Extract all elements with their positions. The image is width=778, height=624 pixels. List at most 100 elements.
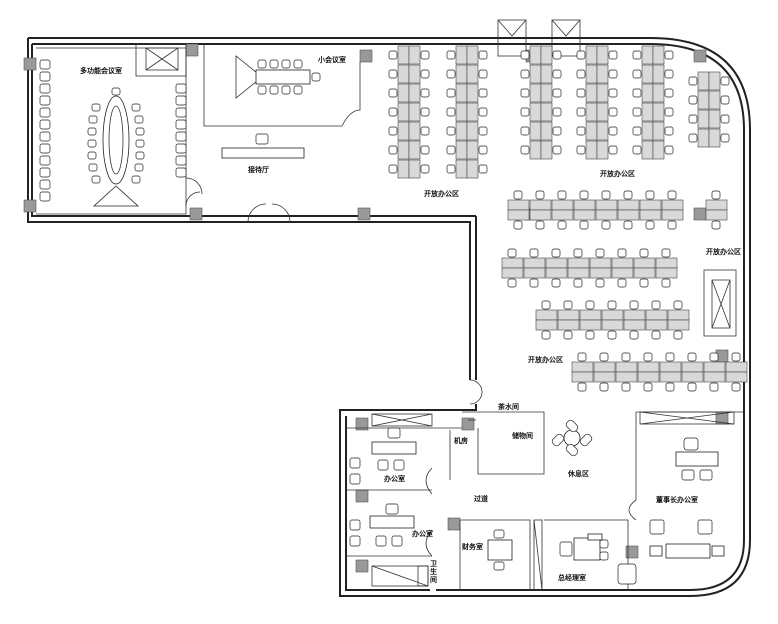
desk xyxy=(697,109,710,129)
desk xyxy=(595,199,618,211)
desk xyxy=(540,83,553,103)
chair xyxy=(576,50,586,60)
structural-columns xyxy=(23,43,729,573)
chair xyxy=(541,330,551,340)
desk xyxy=(397,140,410,160)
desk xyxy=(551,209,574,221)
desk xyxy=(573,209,596,221)
desk xyxy=(596,64,609,84)
chair xyxy=(388,107,398,117)
desk xyxy=(585,121,598,141)
chair xyxy=(552,50,562,60)
desk xyxy=(697,71,710,91)
desk xyxy=(637,361,660,373)
desk xyxy=(551,199,574,211)
desk xyxy=(639,209,662,221)
chair xyxy=(420,50,430,60)
label-open-office-3: 开放办公区 xyxy=(706,248,741,256)
desk xyxy=(408,102,421,122)
chair xyxy=(520,69,530,79)
desk xyxy=(667,319,690,331)
desk xyxy=(466,121,479,141)
multi-meeting-room xyxy=(36,47,187,215)
label-open-office-2: 开放办公区 xyxy=(600,170,635,178)
leisure-furniture xyxy=(551,419,593,457)
chair xyxy=(632,107,642,117)
chair xyxy=(585,330,595,340)
desk xyxy=(652,83,665,103)
desk xyxy=(645,319,668,331)
chair xyxy=(446,126,456,136)
chair xyxy=(599,382,609,392)
chair xyxy=(478,69,488,79)
chair xyxy=(520,88,530,98)
desk xyxy=(579,309,602,321)
desk xyxy=(408,140,421,160)
chair xyxy=(595,278,605,288)
label-finance: 财务室 xyxy=(462,543,483,551)
chair xyxy=(688,76,698,86)
chair xyxy=(520,107,530,117)
desk xyxy=(466,64,479,84)
chair xyxy=(673,300,683,310)
chair xyxy=(446,88,456,98)
desk xyxy=(408,83,421,103)
desk xyxy=(641,45,654,65)
desk xyxy=(455,159,468,179)
chair xyxy=(629,300,639,310)
desk xyxy=(659,371,682,383)
chair xyxy=(446,107,456,117)
desk xyxy=(667,309,690,321)
chair xyxy=(664,50,674,60)
chair xyxy=(573,248,583,258)
chair xyxy=(513,190,523,200)
desk xyxy=(652,121,665,141)
chair xyxy=(661,248,671,258)
desk xyxy=(408,64,421,84)
desk xyxy=(540,140,553,160)
desk xyxy=(615,371,638,383)
offices-bottom-left xyxy=(346,427,433,557)
desk xyxy=(589,257,612,269)
desk xyxy=(567,257,590,269)
chairman-office xyxy=(617,411,744,585)
desk xyxy=(523,257,546,269)
chair xyxy=(552,145,562,155)
chair xyxy=(388,50,398,60)
chair xyxy=(664,69,674,79)
desk xyxy=(623,319,646,331)
desk xyxy=(596,102,609,122)
chair xyxy=(579,190,589,200)
desk xyxy=(652,140,665,160)
chair xyxy=(388,164,398,174)
reception-area xyxy=(185,133,305,223)
chair xyxy=(552,107,562,117)
desk xyxy=(408,159,421,179)
gm-room xyxy=(544,519,629,590)
desk xyxy=(633,257,656,269)
desk xyxy=(617,199,640,211)
desk xyxy=(641,140,654,160)
desk xyxy=(455,121,468,141)
desk xyxy=(397,159,410,179)
desk xyxy=(655,257,678,269)
chair xyxy=(535,220,545,230)
chair xyxy=(731,352,741,362)
chair xyxy=(563,330,573,340)
chair xyxy=(576,126,586,136)
chair xyxy=(420,88,430,98)
desk xyxy=(703,371,726,383)
desk xyxy=(466,102,479,122)
chair xyxy=(446,50,456,60)
desk xyxy=(523,267,546,279)
desk xyxy=(585,64,598,84)
label-leisure: 休息区 xyxy=(568,470,589,478)
desk xyxy=(567,267,590,279)
chair xyxy=(595,248,605,258)
chair xyxy=(617,248,627,258)
label-office-1: 办公室 xyxy=(384,475,405,483)
desk xyxy=(589,267,612,279)
chair xyxy=(711,220,721,230)
desk xyxy=(585,83,598,103)
desk xyxy=(641,121,654,141)
